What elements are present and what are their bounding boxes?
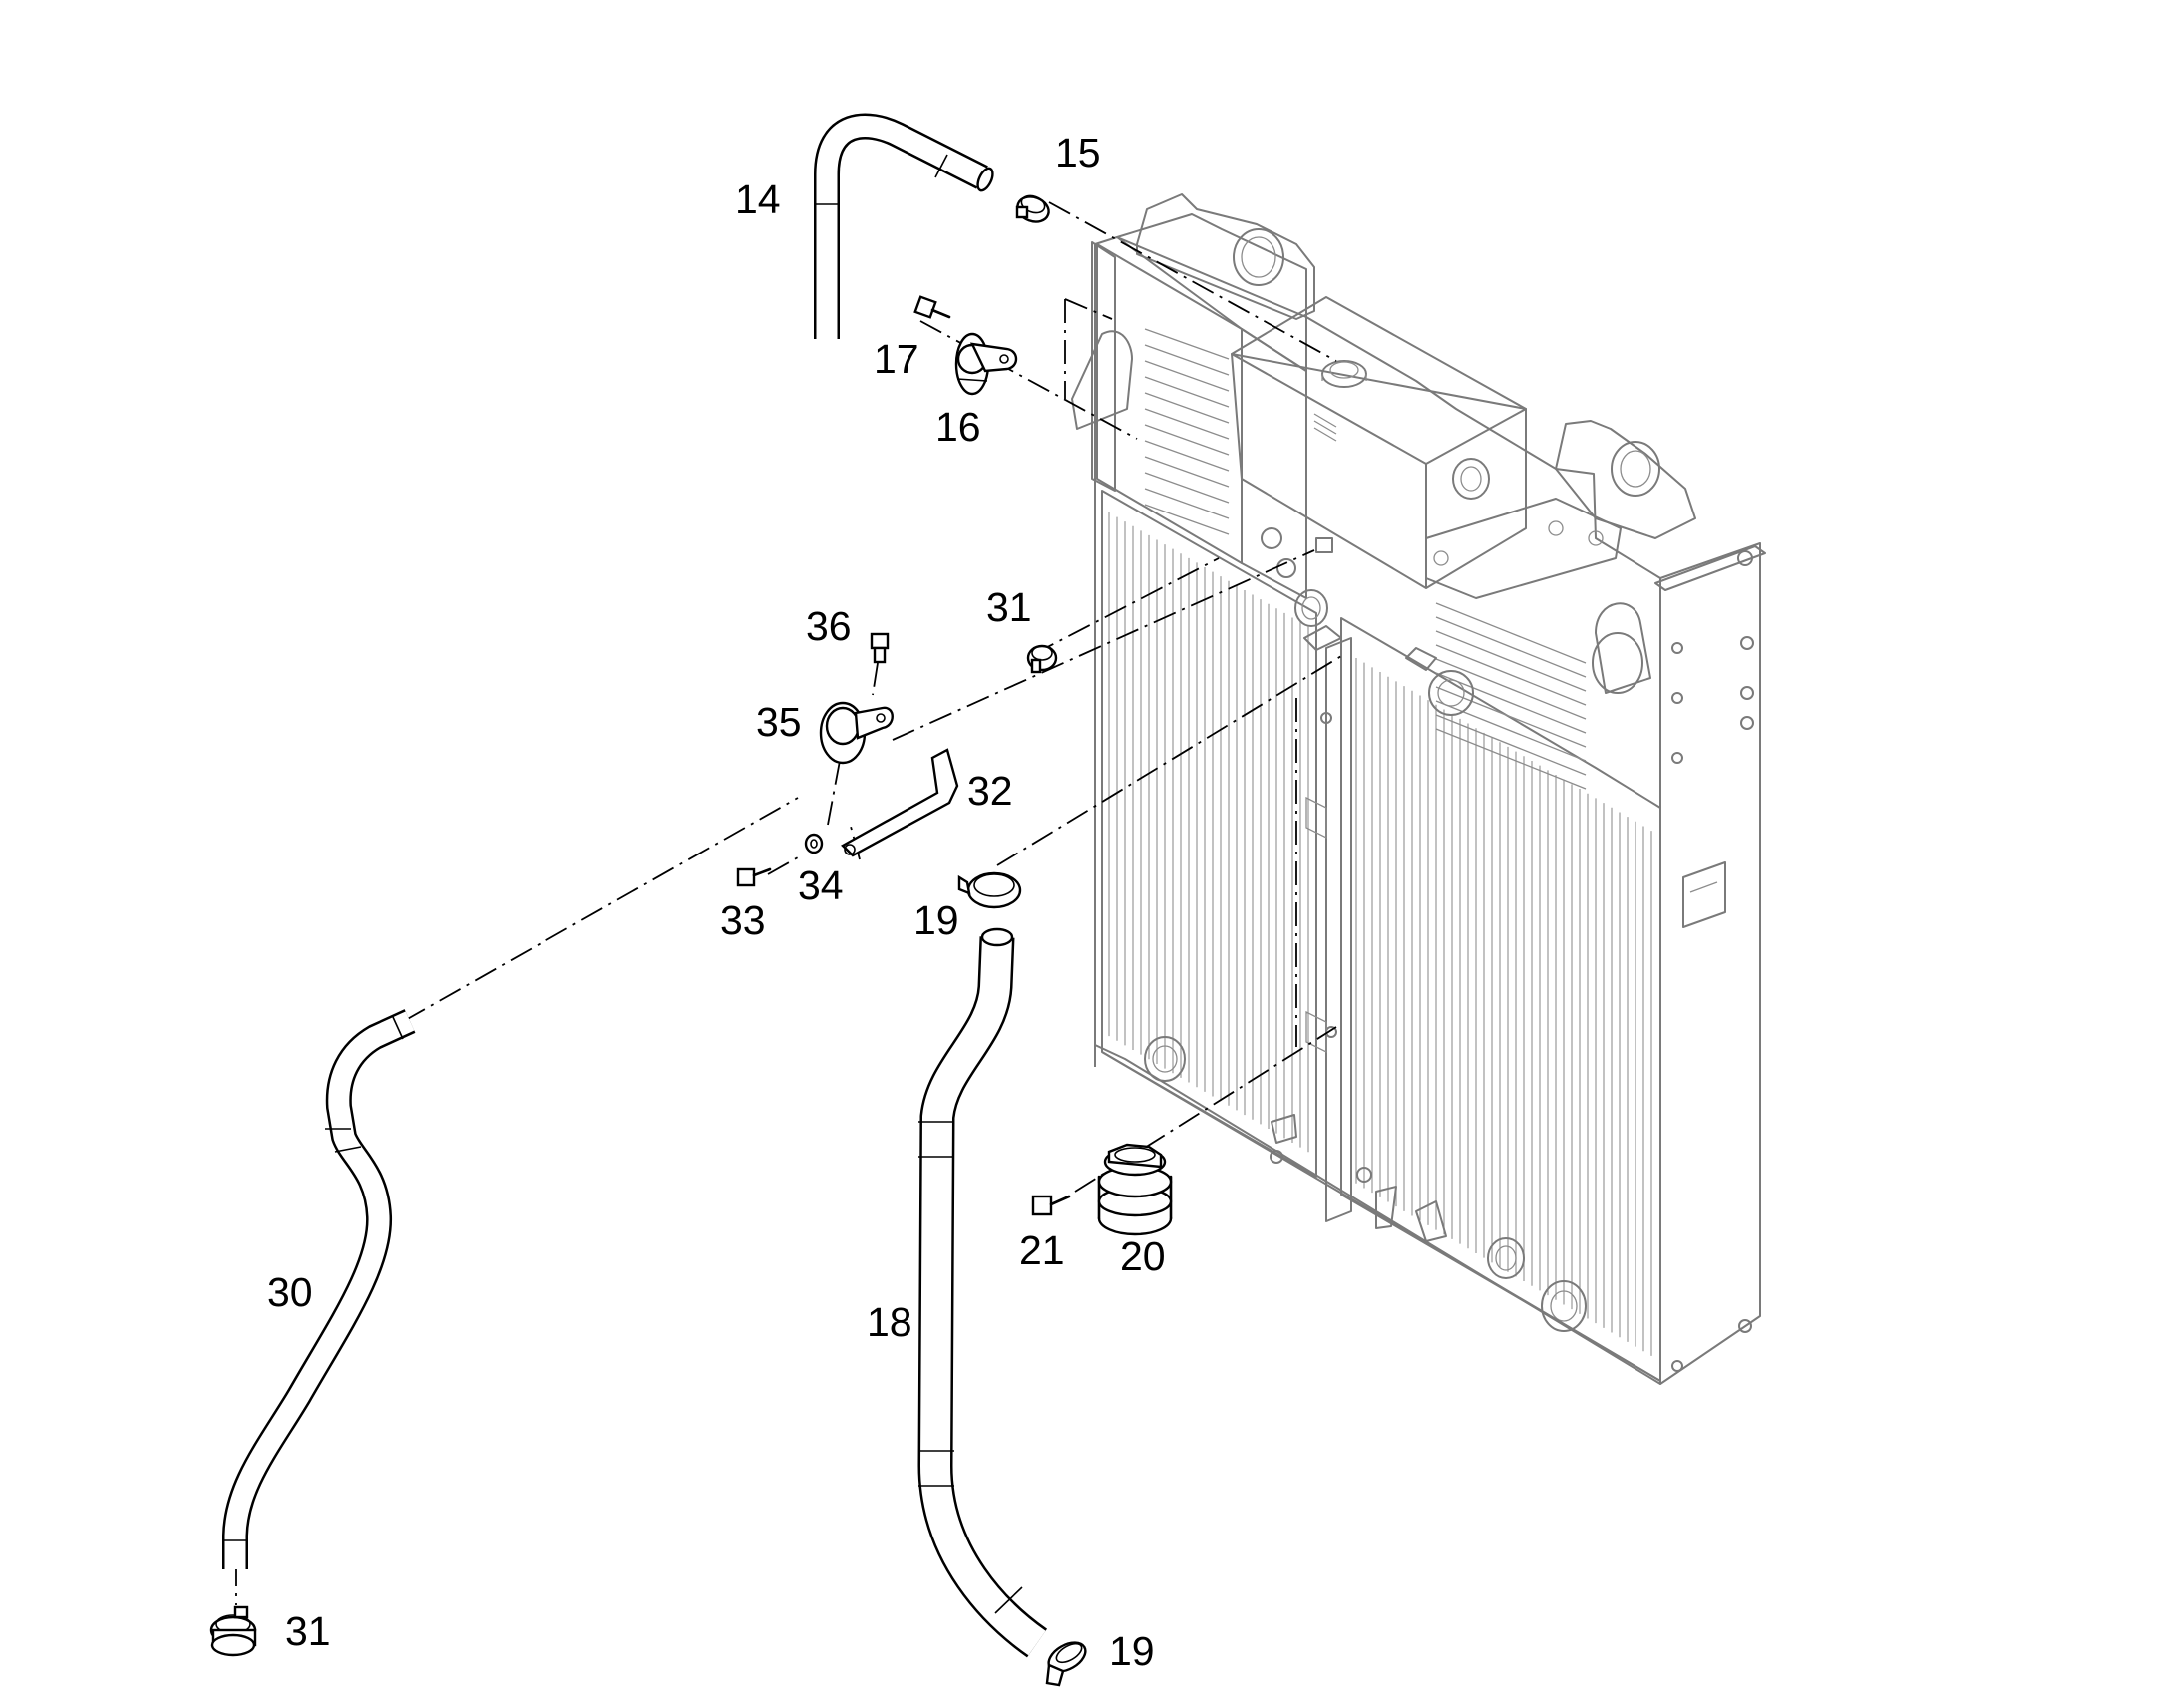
assembly-guide-lines	[235, 201, 1347, 1605]
callout-15: 15	[1055, 130, 1101, 175]
fin-line	[1435, 602, 1587, 664]
fin-line	[1144, 504, 1230, 535]
callout-36: 36	[806, 603, 852, 649]
fin-line	[1435, 686, 1587, 748]
callout-18: 18	[867, 1299, 912, 1345]
rubber-mount-20	[1097, 1143, 1173, 1236]
callout-16: 16	[935, 404, 981, 450]
fin-line	[1435, 658, 1587, 720]
fin-line	[1435, 728, 1587, 790]
hose-clamp-31-lower	[209, 1605, 257, 1657]
radiator-assembly	[1071, 193, 1766, 1385]
hose-clamp-31-upper	[1026, 644, 1058, 674]
fin-line	[1144, 424, 1230, 456]
callout-30: 30	[267, 1269, 313, 1315]
callout-20: 20	[1120, 1233, 1166, 1279]
fin-line	[1144, 472, 1230, 504]
callout-17: 17	[874, 336, 919, 382]
washer-34	[804, 833, 824, 854]
hose-clamp-19-lower	[1045, 1641, 1087, 1687]
upper-louvres	[1144, 328, 1230, 535]
right-core-fins	[1355, 658, 1652, 1356]
fin-line	[1435, 616, 1587, 678]
callout-19-upper: 19	[913, 897, 959, 943]
callout-labels: 14 15 17 16 36 31 35 32 34 33 19 21 20 3…	[267, 130, 1166, 1674]
fin-line	[1144, 440, 1230, 472]
bolt-36	[870, 632, 890, 664]
bolt-33	[736, 867, 772, 887]
fin-line	[1144, 344, 1230, 376]
clamp-bracket-16	[954, 332, 1018, 396]
hose-clamp-15	[1015, 194, 1050, 223]
fin-line	[1435, 630, 1587, 692]
callout-34: 34	[798, 862, 844, 908]
fin-line	[1144, 456, 1230, 488]
callout-32: 32	[967, 768, 1013, 814]
callout-14: 14	[735, 176, 781, 222]
fin-line	[1144, 392, 1230, 424]
fin-line	[1435, 714, 1587, 776]
fin-line	[1144, 360, 1230, 392]
hose-clamp-19-upper	[957, 871, 1022, 909]
left-core-fins	[1108, 512, 1309, 1153]
coolant-hose-30	[222, 1009, 416, 1569]
callout-33: 33	[720, 897, 766, 943]
fin-line	[1435, 644, 1587, 706]
fin-line	[1144, 328, 1230, 360]
callout-31-lower: 31	[285, 1608, 331, 1654]
callout-35: 35	[756, 699, 802, 745]
fin-line	[1144, 376, 1230, 408]
fin-line	[1144, 408, 1230, 440]
bolt-21	[1031, 1195, 1071, 1216]
radiator-hose-18	[917, 927, 1048, 1658]
upper-right-louvres	[1435, 602, 1587, 790]
bracket-32	[841, 748, 959, 857]
fin-line	[1435, 672, 1587, 734]
upper-bypass-hose-14	[814, 113, 994, 339]
clamp-35	[819, 701, 894, 765]
bolt-17	[913, 295, 951, 319]
callout-31-upper: 31	[986, 584, 1032, 630]
callout-19-lower: 19	[1109, 1628, 1155, 1674]
callout-21: 21	[1019, 1227, 1065, 1273]
fin-line	[1144, 488, 1230, 519]
fin-line	[1435, 700, 1587, 762]
